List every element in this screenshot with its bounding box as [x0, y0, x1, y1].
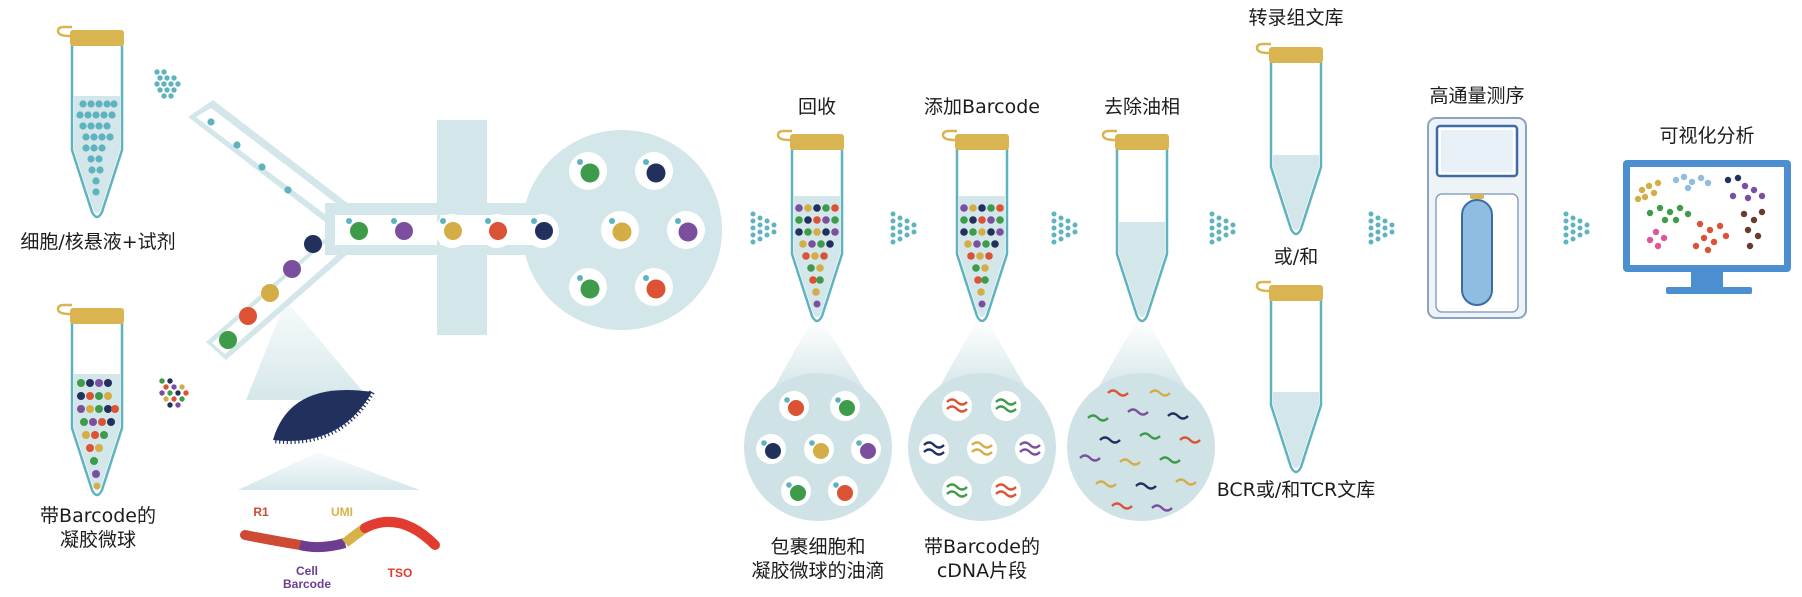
- r1-label: R1: [253, 505, 269, 519]
- arrow-icon-5: [1368, 211, 1395, 245]
- cdna-label-line1: 带Barcode的: [924, 536, 1040, 558]
- arrow-icon-2: [890, 211, 917, 245]
- channel-cells: [207, 118, 292, 194]
- add-barcode-label: 添加Barcode: [924, 96, 1040, 118]
- remove-oil-zoom-beam: [1094, 320, 1190, 395]
- channel-beads: [219, 218, 413, 349]
- fragments-zoom-droplet: [1067, 373, 1215, 521]
- cell-suspension-label: 细胞/核悬液+试剂: [20, 231, 176, 253]
- transcriptome-library-tube: [1255, 42, 1323, 236]
- cdna-label-line2: cDNA片段: [936, 560, 1028, 582]
- tso-label: TSO: [387, 566, 413, 580]
- cell-suspension-tube: [56, 25, 124, 219]
- monitor-icon: [1623, 160, 1791, 294]
- visual-analysis-label: 可视化分析: [1659, 125, 1755, 147]
- arrow-icon-6: [1563, 211, 1590, 245]
- arrow-icon-3: [1051, 211, 1078, 245]
- bcr-tcr-library-tube: [1255, 280, 1323, 474]
- recover-tube: [776, 129, 844, 323]
- cell-barcode-label-line2: Barcode: [282, 577, 332, 591]
- gel-beads-tube: [56, 303, 124, 497]
- channel-droplets: [435, 214, 559, 248]
- cdna-zoom-droplet: [908, 373, 1056, 521]
- arrow-icon-1: [750, 211, 777, 245]
- droplet-label-line2: 凝胶微球的油滴: [751, 560, 885, 582]
- cells-dot-arrow-icon: [154, 69, 181, 99]
- big-droplet-contents: [569, 152, 705, 306]
- sequencer-icon: [1427, 117, 1527, 319]
- arrow-icon-4: [1209, 211, 1236, 245]
- cell-barcode-label-line1: Cell: [295, 564, 318, 578]
- or-and-label: 或/和: [1273, 246, 1319, 268]
- bead-zoom: [238, 300, 440, 553]
- recover-zoom-droplet: [744, 373, 892, 521]
- recover-label: 回收: [797, 96, 836, 118]
- umi-label: UMI: [331, 505, 353, 519]
- beads-dot-arrow-icon: [159, 378, 189, 408]
- gel-beads-label-line2: 凝胶微球: [59, 529, 136, 551]
- gel-beads-label-line1: 带Barcode的: [40, 505, 156, 527]
- bcr-tcr-library-label: BCR或/和TCR文库: [1216, 479, 1376, 501]
- recover-zoom-beam: [770, 320, 868, 395]
- sequencing-label: 高通量测序: [1429, 85, 1525, 107]
- remove-oil-tube: [1101, 129, 1169, 323]
- remove-oil-label: 去除油相: [1103, 96, 1180, 118]
- add-barcode-tube: [941, 129, 1009, 323]
- droplet-label-line1: 包裹细胞和: [770, 536, 866, 558]
- transcriptome-library-label: 转录组文库: [1248, 7, 1344, 29]
- add-barcode-zoom-beam: [935, 320, 1030, 395]
